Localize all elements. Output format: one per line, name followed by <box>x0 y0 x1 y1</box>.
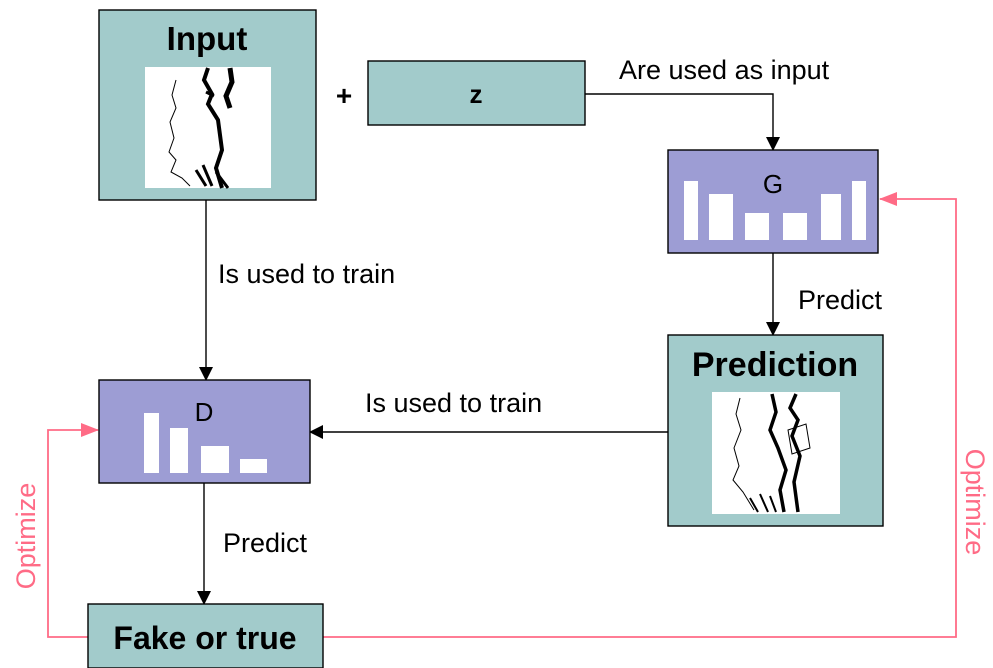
discriminator-bars-icon <box>144 413 267 473</box>
input-title: Input <box>167 20 248 57</box>
input-vessel-image <box>145 67 271 189</box>
optimize-left-label: Optimize <box>11 483 41 590</box>
discriminator-label: D <box>195 397 214 427</box>
z-label: z <box>470 79 483 109</box>
generator-label: G <box>763 169 783 199</box>
prediction-vessel-image <box>712 392 840 514</box>
arrow-z-to-g <box>585 93 780 151</box>
edge-label-prediction-to-d: Is used to train <box>365 388 542 418</box>
optimize-right-label: Optimize <box>960 449 990 556</box>
prediction-node: Prediction <box>667 334 884 527</box>
plus-sign: + <box>336 80 352 111</box>
edge-label-g-to-prediction: Predict <box>798 285 883 315</box>
optimize-right-line <box>323 192 957 638</box>
z-node: z <box>367 60 586 126</box>
input-node: Input <box>98 9 317 201</box>
optimize-left-line <box>47 423 99 638</box>
generator-bars-icon <box>684 181 866 240</box>
prediction-title: Prediction <box>692 346 858 384</box>
edge-label-d-to-result: Predict <box>223 528 308 558</box>
result-label: Fake or true <box>113 620 296 656</box>
discriminator-node: D <box>98 379 311 484</box>
edge-label-z-to-g: Are used as input <box>619 55 830 85</box>
generator-node: G <box>667 149 879 254</box>
result-node: Fake or true <box>87 603 324 668</box>
edge-label-input-to-d: Is used to train <box>218 259 395 289</box>
